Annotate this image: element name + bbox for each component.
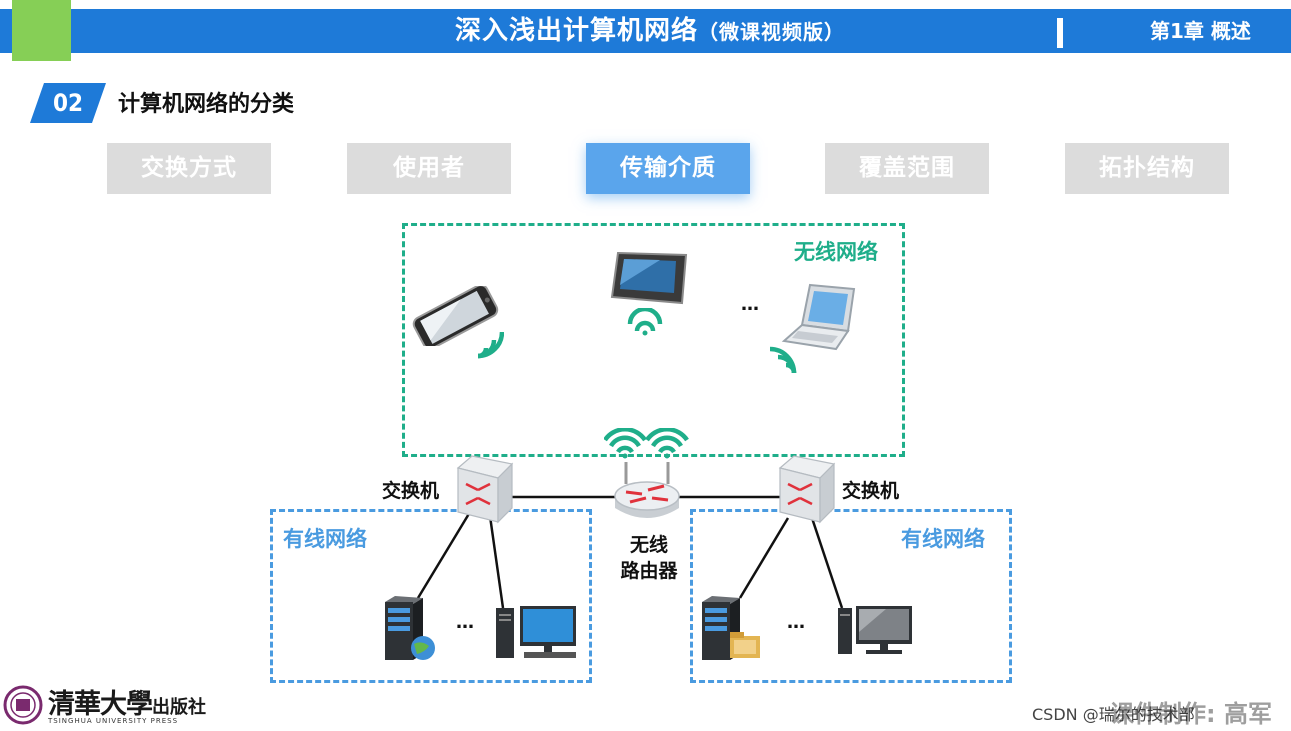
tab-users[interactable]: 使用者 [347,143,511,194]
wireless-network-zone [402,223,905,457]
publisher-name-suffix: 出版社 [152,697,206,718]
section-title: 计算机网络的分类 [118,92,295,117]
course-title-sub: （微课视频版） [698,20,845,44]
wifi-signal-tablet-icon [627,308,663,336]
router-wifi-signal-icon [604,428,689,459]
wired-right-ellipsis: … [787,612,805,633]
wifi-signal-laptop-icon [769,346,797,374]
router-label: 无线 路由器 [614,532,684,584]
tsinghua-seal-icon [3,685,43,725]
switch-right-label: 交换机 [842,480,900,502]
chapter-label: 第1章 概述 [1150,19,1251,43]
wired-network-label-left: 有线网络 [283,527,367,551]
wired-network-label-right: 有线网络 [901,527,985,551]
switch-left-label: 交换机 [382,480,440,502]
course-title: 深入浅出计算机网络（微课视频版） [360,9,940,53]
wireless-router-icon [614,462,680,518]
tab-topology[interactable]: 拓扑结构 [1065,143,1229,194]
wireless-network-label: 无线网络 [794,240,878,264]
switch-right-icon [778,455,836,524]
course-title-main: 深入浅出计算机网络 [454,16,698,46]
server-right-icon [702,596,760,660]
publisher-name-en: TSINGHUA UNIVERSITY PRESS [48,717,179,725]
tablet-icon [610,251,688,305]
desktop-pc-right-icon [838,606,912,654]
laptop-icon [781,283,856,351]
header-accent-block [12,0,71,61]
publisher-name-main: 清華大學 [48,689,153,720]
server-left-icon [385,596,435,660]
header-divider [1057,18,1063,48]
tab-switching-mode[interactable]: 交换方式 [107,143,271,194]
wifi-signal-phone-icon [477,331,504,359]
wired-network-zone-left [270,509,592,683]
csdn-watermark: CSDN @瑞尔的技术部 [1032,705,1195,724]
switch-left-icon [456,455,514,524]
wired-network-zone-right [690,509,1012,683]
tab-transmission-medium[interactable]: 传输介质 [586,143,750,194]
header-bar [0,9,1291,53]
smartphone-icon [412,286,499,346]
tab-coverage[interactable]: 覆盖范围 [825,143,989,194]
courseware-credit: 课件制作: 高军 [1110,700,1272,728]
router-label-line2: 路由器 [620,560,678,582]
publisher-name: 清華大學出版社 [48,682,206,721]
wired-left-ellipsis: … [456,612,474,633]
router-label-line1: 无线 [629,534,668,556]
section-number-badge: 02 [30,83,106,123]
desktop-pc-left-icon [496,606,576,658]
wireless-devices-ellipsis: … [741,294,759,315]
